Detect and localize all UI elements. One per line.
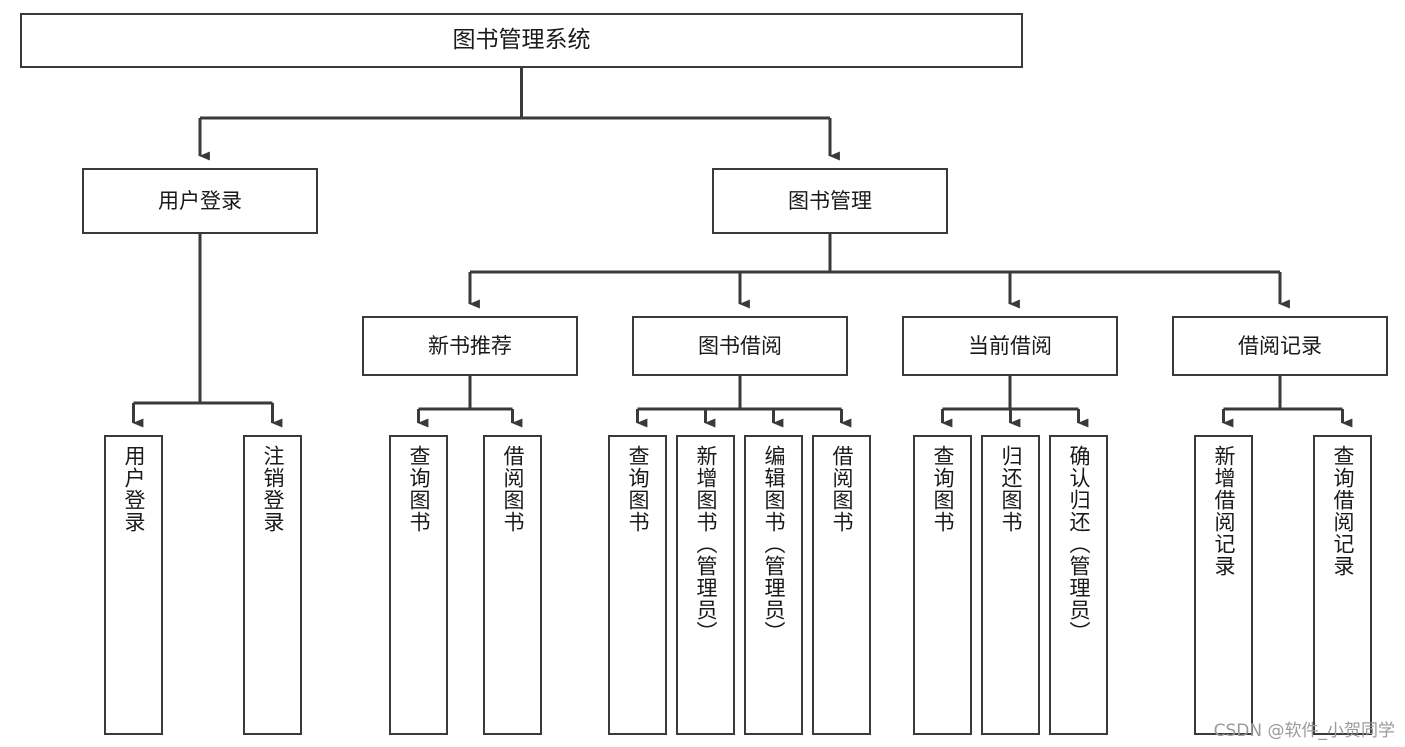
node-l10[interactable]: 归还图书: [981, 435, 1040, 735]
node-label: 借阅图书: [830, 445, 854, 533]
node-root[interactable]: 图书管理系统: [20, 13, 1023, 68]
node-l12[interactable]: 新增借阅记录: [1194, 435, 1253, 735]
node-label: 编辑图书（管理员）: [762, 445, 786, 643]
node-l13[interactable]: 查询借阅记录: [1313, 435, 1372, 735]
node-l4[interactable]: 借阅图书: [483, 435, 542, 735]
node-l2[interactable]: 注销登录: [243, 435, 302, 735]
node-label: 新增图书（管理员）: [694, 445, 718, 643]
node-l11[interactable]: 确认归还（管理员）: [1049, 435, 1108, 735]
node-label: 查询图书: [626, 445, 650, 533]
node-l5[interactable]: 查询图书: [608, 435, 667, 735]
node-label: 用户登录: [122, 445, 146, 533]
node-l1[interactable]: 用户登录: [104, 435, 163, 735]
node-newbook[interactable]: 新书推荐: [362, 316, 578, 376]
node-l9[interactable]: 查询图书: [913, 435, 972, 735]
node-label: 当前借阅: [968, 333, 1052, 358]
node-login[interactable]: 用户登录: [82, 168, 318, 234]
node-label: 新书推荐: [428, 333, 512, 358]
node-l6[interactable]: 新增图书（管理员）: [676, 435, 735, 735]
node-records[interactable]: 借阅记录: [1172, 316, 1388, 376]
node-label: 用户登录: [158, 188, 242, 213]
node-label: 确认归还（管理员）: [1067, 445, 1091, 643]
node-bookmgmt[interactable]: 图书管理: [712, 168, 948, 234]
node-label: 图书借阅: [698, 333, 782, 358]
node-l8[interactable]: 借阅图书: [812, 435, 871, 735]
node-l3[interactable]: 查询图书: [389, 435, 448, 735]
node-label: 图书管理系统: [452, 26, 591, 53]
node-label: 新增借阅记录: [1212, 445, 1236, 577]
node-label: 注销登录: [261, 445, 285, 533]
node-current[interactable]: 当前借阅: [902, 316, 1118, 376]
node-l7[interactable]: 编辑图书（管理员）: [744, 435, 803, 735]
node-label: 查询借阅记录: [1331, 445, 1355, 577]
watermark-text: CSDN @软件_小贺同学: [1213, 721, 1395, 741]
node-label: 借阅记录: [1238, 333, 1322, 358]
node-label: 图书管理: [788, 188, 872, 213]
node-borrow[interactable]: 图书借阅: [632, 316, 848, 376]
node-label: 借阅图书: [501, 445, 525, 533]
node-label: 查询图书: [931, 445, 955, 533]
node-label: 查询图书: [407, 445, 431, 533]
node-label: 归还图书: [999, 445, 1023, 533]
